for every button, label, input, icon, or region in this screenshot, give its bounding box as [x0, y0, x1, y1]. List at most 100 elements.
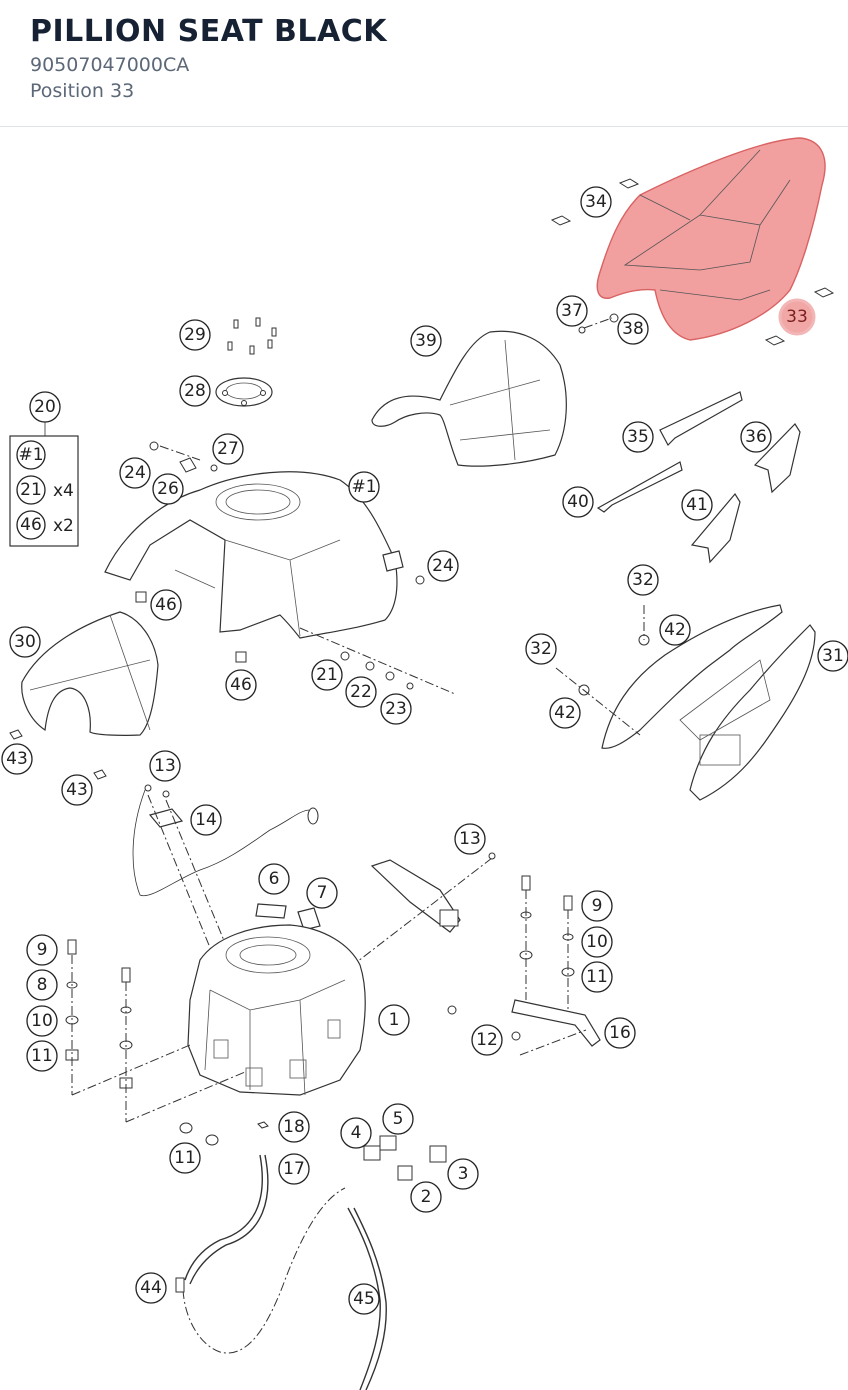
svg-text:18: 18 — [283, 1117, 305, 1137]
exploded-parts-diagram: #1 21 x4 46 x2 — [0, 127, 848, 1390]
svg-text:45: 45 — [353, 1289, 375, 1309]
callout-32-upper[interactable]: 32 — [627, 564, 659, 596]
callout-16[interactable]: 16 — [604, 1017, 636, 1049]
svg-text:46: 46 — [20, 515, 42, 535]
callout-33-active[interactable]: 33 — [778, 298, 816, 336]
callout-17[interactable]: 17 — [278, 1153, 310, 1185]
callout-32-lower[interactable]: 32 — [525, 633, 557, 665]
svg-text:4: 4 — [351, 1123, 362, 1143]
seat-clip-top — [550, 178, 835, 346]
rubber-pads — [255, 903, 321, 931]
callout-36[interactable]: 36 — [740, 421, 772, 453]
svg-text:36: 36 — [745, 427, 767, 447]
legend-ref-46[interactable]: 46 — [16, 510, 46, 540]
kit-legend: #1 21 x4 46 x2 — [9, 422, 79, 547]
callout-27[interactable]: 27 — [212, 433, 244, 465]
rear-subframe — [555, 604, 816, 801]
svg-text:35: 35 — [627, 427, 649, 447]
callout-9-right[interactable]: 9 — [581, 890, 613, 922]
callout-29[interactable]: 29 — [179, 319, 211, 351]
callout-43-left[interactable]: 43 — [1, 743, 33, 775]
callout-11-left[interactable]: 11 — [26, 1040, 58, 1072]
right-mount-stack — [447, 875, 601, 1056]
svg-text:8: 8 — [37, 975, 48, 995]
side-panel-40 — [596, 461, 683, 513]
callout-42-lower[interactable]: 42 — [549, 697, 581, 729]
callout-40[interactable]: 40 — [562, 486, 594, 518]
svg-text:9: 9 — [592, 896, 603, 916]
callout-44[interactable]: 44 — [135, 1272, 167, 1304]
callout-10-left[interactable]: 10 — [26, 1005, 58, 1037]
callout-30[interactable]: 30 — [9, 626, 41, 658]
callout-23[interactable]: 23 — [380, 693, 412, 725]
tank-cover — [104, 471, 404, 639]
svg-text:24: 24 — [124, 463, 146, 483]
callout-35[interactable]: 35 — [622, 421, 654, 453]
pillion-seat[interactable] — [596, 137, 826, 341]
svg-text:9: 9 — [37, 940, 48, 960]
callout-11-right[interactable]: 11 — [581, 961, 613, 993]
callout-41[interactable]: 41 — [681, 489, 713, 521]
callout-4[interactable]: 4 — [340, 1117, 372, 1149]
fuel-hoses — [175, 1154, 387, 1390]
svg-text:27: 27 — [217, 439, 239, 459]
callout-31[interactable]: 31 — [817, 640, 848, 672]
svg-text:5: 5 — [393, 1109, 404, 1129]
callout-12[interactable]: 12 — [471, 1024, 503, 1056]
svg-text:16: 16 — [609, 1023, 631, 1043]
part-number: 90507047000CA — [30, 54, 190, 76]
callout-28[interactable]: 28 — [179, 375, 211, 407]
callout-43-right[interactable]: 43 — [61, 774, 93, 806]
callout-1-hash[interactable]: #1 — [348, 471, 380, 503]
callout-9-left[interactable]: 9 — [26, 934, 58, 966]
callout-42-upper[interactable]: 42 — [659, 614, 691, 646]
callout-26[interactable]: 26 — [152, 473, 184, 505]
legend-ref-21[interactable]: 21 — [16, 475, 46, 505]
rider-seat — [371, 330, 567, 467]
callout-13-left[interactable]: 13 — [149, 750, 181, 782]
svg-text:13: 13 — [459, 829, 481, 849]
callout-3[interactable]: 3 — [447, 1158, 479, 1190]
callout-45[interactable]: 45 — [348, 1283, 380, 1315]
part-header: PILLION SEAT BLACK 90507047000CA Positio… — [0, 0, 848, 127]
callout-24-lower[interactable]: 24 — [427, 550, 459, 582]
svg-text:11: 11 — [586, 967, 608, 987]
filler-cap-screws — [227, 317, 277, 355]
callout-20[interactable]: 20 — [29, 391, 61, 423]
callout-18[interactable]: 18 — [278, 1111, 310, 1143]
svg-text:3: 3 — [458, 1164, 469, 1184]
callout-24-upper[interactable]: 24 — [119, 457, 151, 489]
callout-46-lower[interactable]: 46 — [225, 669, 257, 701]
callout-11-bottom[interactable]: 11 — [169, 1142, 201, 1174]
callout-8[interactable]: 8 — [26, 969, 58, 1001]
callout-5[interactable]: 5 — [382, 1103, 414, 1135]
fuel-tank — [187, 924, 366, 1096]
callout-34[interactable]: 34 — [580, 186, 612, 218]
callout-7[interactable]: 7 — [306, 877, 338, 909]
callout-39[interactable]: 39 — [410, 325, 442, 357]
tank-bracket-and-cable — [132, 784, 319, 961]
rear-tank-bracket — [339, 852, 496, 976]
svg-text:12: 12 — [476, 1030, 498, 1050]
svg-text:1: 1 — [389, 1010, 400, 1030]
svg-text:13: 13 — [154, 756, 176, 776]
callout-21[interactable]: 21 — [311, 659, 343, 691]
callout-14[interactable]: 14 — [190, 804, 222, 836]
svg-text:41: 41 — [686, 495, 708, 515]
svg-text:46: 46 — [230, 675, 252, 695]
svg-text:10: 10 — [586, 932, 608, 952]
side-panel-36 — [753, 423, 801, 494]
svg-text:29: 29 — [184, 325, 206, 345]
callout-1[interactable]: 1 — [378, 1004, 410, 1036]
callout-46-upper[interactable]: 46 — [150, 589, 182, 621]
diagram-canvas: #1 21 x4 46 x2 — [1, 137, 848, 1390]
callout-6[interactable]: 6 — [258, 863, 290, 895]
callout-38[interactable]: 38 — [617, 313, 649, 345]
callout-2[interactable]: 2 — [410, 1181, 442, 1213]
svg-text:7: 7 — [317, 883, 328, 903]
callout-10-right[interactable]: 10 — [581, 926, 613, 958]
callout-37[interactable]: 37 — [556, 295, 588, 327]
callout-13-right[interactable]: 13 — [454, 823, 486, 855]
legend-ref-1[interactable]: #1 — [16, 440, 46, 470]
callout-22[interactable]: 22 — [345, 676, 377, 708]
